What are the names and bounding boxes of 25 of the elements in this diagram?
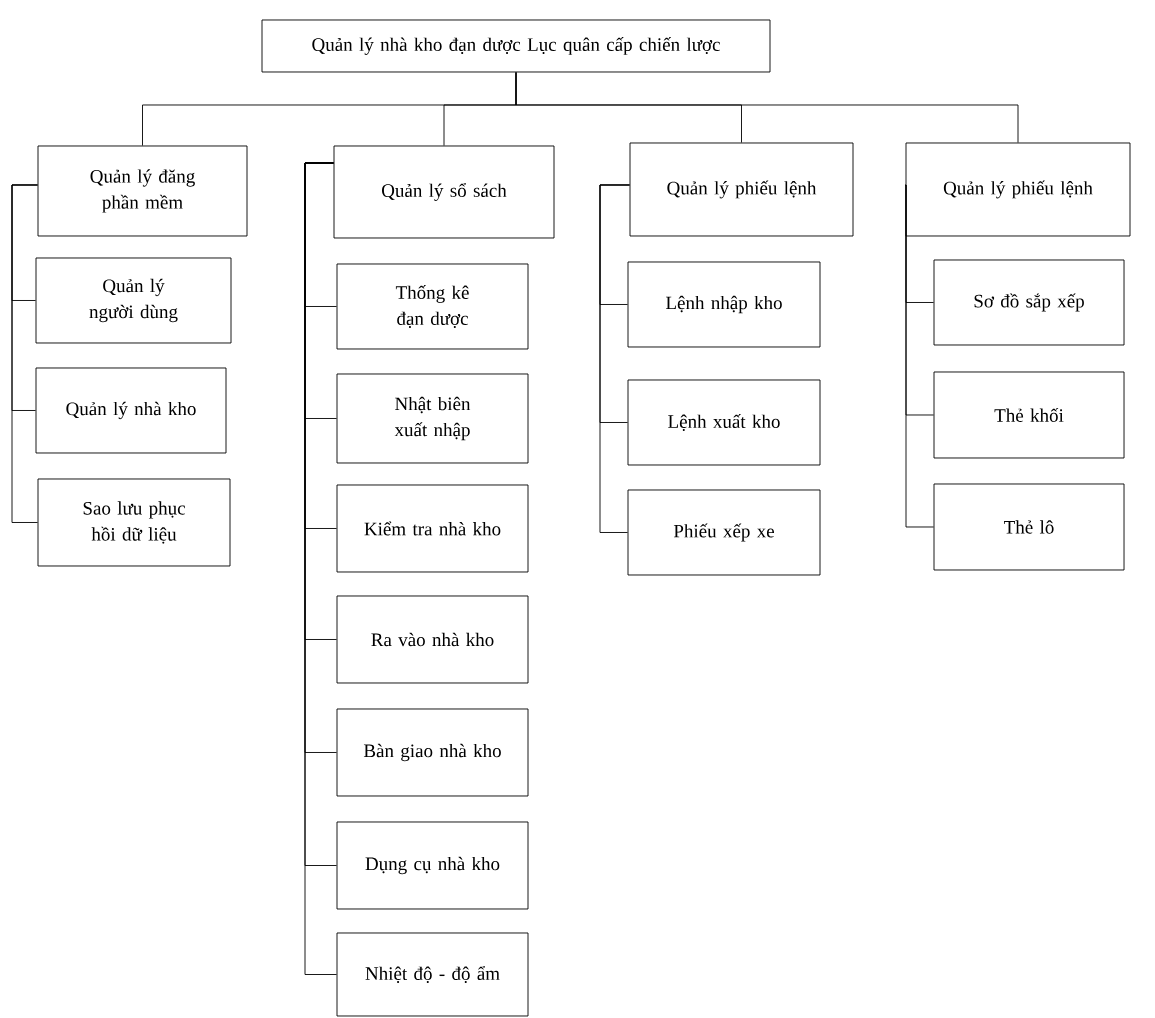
module-box: Nhật biên xuất nhập [336,373,529,464]
module-box: Quản lý người dùng [35,257,232,344]
module-box: Quản lý đăng phần mềm [37,145,248,237]
module-box: Ra vào nhà kho [336,595,529,684]
module-box: Quản lý phiếu lệnh [629,142,854,237]
module-box: Quản lý nhà kho [35,367,227,454]
module-box: Nhiệt độ - độ ẩm [336,932,529,1017]
module-box: Bàn giao nhà kho [336,708,529,797]
module-box: Kiểm tra nhà kho [336,484,529,573]
connector-line [905,184,934,528]
module-box: Sao lưu phục hồi dữ liệu [37,478,231,567]
module-box: Dụng cụ nhà kho [336,821,529,910]
connector-line [599,184,630,533]
connector-line [11,184,38,523]
connector-line [515,72,1019,143]
module-box: Lệnh nhập kho [627,261,821,348]
module-box: Quản lý sổ sách [333,145,555,239]
root-box: Quản lý nhà kho đạn dược Lục quân cấp chiến lược [261,19,771,73]
module-box: Thống kê đạn dược [336,263,529,350]
module-box: Thẻ lô [933,483,1125,571]
module-box: Lệnh xuất kho [627,379,821,466]
module-box: Sơ đồ sắp xếp [933,259,1125,346]
module-box: Quản lý phiếu lệnh [905,142,1131,237]
module-box: Thẻ khối [933,371,1125,459]
module-box: Phiếu xếp xe [627,489,821,576]
